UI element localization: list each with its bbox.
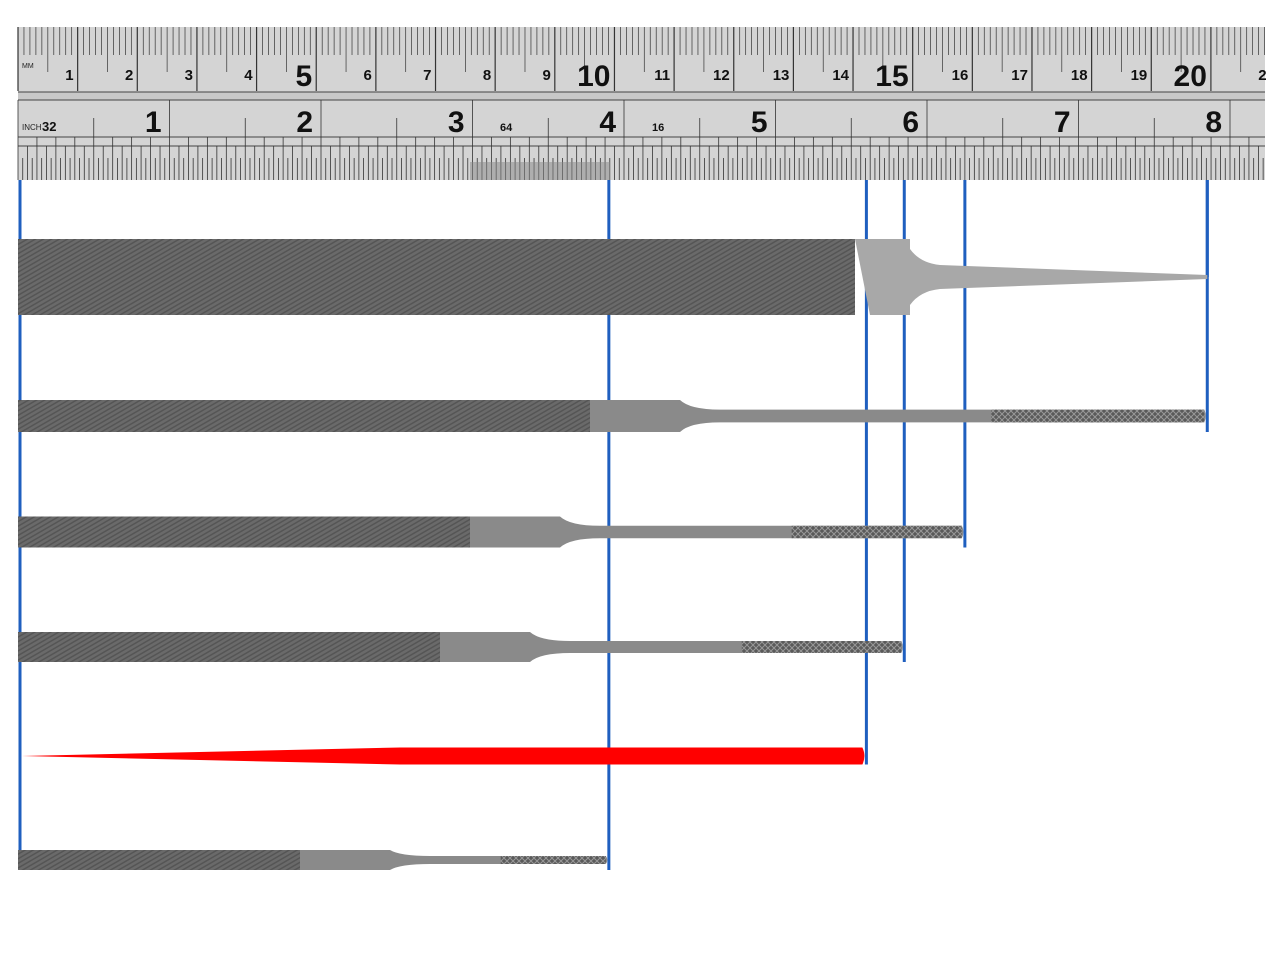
inch-label: 3: [448, 106, 465, 139]
cm-label: 8: [483, 67, 491, 84]
file-handle-shank: [590, 400, 1206, 432]
needle-file-long: [18, 400, 1206, 432]
cm-label: 17: [1011, 67, 1028, 84]
cm-label: 2: [125, 67, 133, 84]
cm-label: 20: [1174, 60, 1207, 93]
highlighted-needle-file: [22, 747, 865, 765]
fine-scale-region: [470, 162, 610, 180]
inch-label: 2: [296, 106, 313, 139]
file-handle-shank: [440, 632, 903, 662]
scale-label: 32: [42, 119, 56, 134]
inch-label: 7: [1054, 106, 1071, 139]
cm-label: 11: [654, 67, 670, 84]
inch-label: 1: [145, 106, 162, 139]
cm-label: 18: [1071, 67, 1088, 84]
cm-label: 1: [65, 67, 73, 84]
file-cut-surface: [18, 516, 470, 548]
scale-label: 16: [652, 122, 664, 134]
file-cut-surface: [18, 632, 440, 662]
cm-label: 15: [875, 60, 908, 93]
knurled-grip: [991, 409, 1205, 423]
scale-label: 64: [500, 122, 513, 134]
inch-label: 8: [1205, 106, 1222, 139]
cm-label: 6: [364, 67, 372, 84]
cm-label: 19: [1131, 67, 1148, 84]
hand-file: [18, 239, 1208, 315]
cm-label: 14: [832, 67, 849, 84]
file-cut-surface: [18, 239, 855, 315]
knurled-grip: [741, 641, 902, 653]
cm-label: 4: [244, 67, 253, 84]
file-tang: [855, 239, 1208, 315]
cm-label: 2: [1258, 67, 1266, 84]
knurled-grip: [791, 525, 962, 539]
inch-unit-label: INCH: [22, 123, 42, 132]
file-handle-shank: [470, 516, 964, 548]
cm-label: 10: [577, 60, 610, 93]
cm-label: 3: [185, 67, 193, 84]
needle-file-short: [18, 632, 903, 662]
cm-label: 13: [773, 67, 790, 84]
file-cut-surface: [18, 400, 590, 432]
inch-label: 6: [902, 106, 919, 139]
needle-file-medium: [18, 516, 964, 548]
file-handle-shank: [300, 850, 608, 870]
mini-needle-file: [18, 850, 608, 870]
inch-label: 5: [751, 106, 768, 139]
file-cut-surface: [18, 850, 300, 870]
highlighted-file-shape: [22, 747, 865, 765]
mm-unit-label: MM: [22, 63, 34, 70]
cm-label: 12: [713, 67, 730, 84]
cm-label: 7: [423, 67, 431, 84]
knurled-grip: [500, 856, 606, 864]
cm-label: 5: [296, 60, 313, 93]
inch-label: 4: [599, 106, 616, 139]
cm-label: 9: [542, 67, 550, 84]
cm-label: 16: [952, 67, 969, 84]
